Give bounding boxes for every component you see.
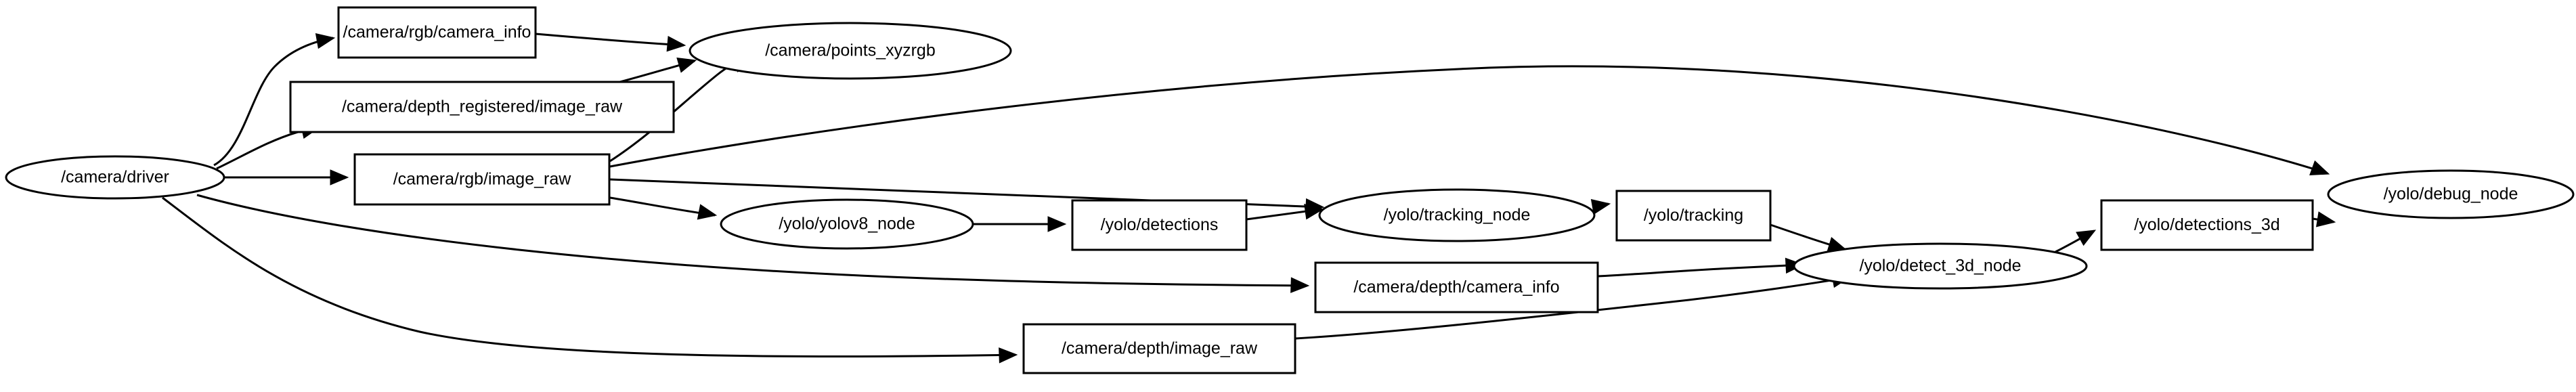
arrowhead-icon [1290, 277, 1310, 293]
node-label: /yolo/yolov8_node [779, 215, 915, 234]
graph-node-camera_driver[interactable]: /camera/driver [5, 155, 225, 200]
node-box-shape [1071, 199, 1248, 251]
graph-node-detect_3d_node[interactable]: /yolo/detect_3d_node [1793, 242, 2088, 290]
graph-edge-depth_camera_info-to-detect_3d_node [1597, 263, 1803, 278]
graph-edge-rgb_image_raw-to-debug_node [609, 65, 2328, 175]
node-label: /yolo/detections [1101, 215, 1219, 234]
graph-node-rgb_image_raw[interactable]: /camera/rgb/image_raw [353, 153, 611, 206]
graph-node-rgb_camera_info[interactable]: /camera/rgb/camera_info [337, 6, 537, 59]
node-layer: /camera/driver/camera/rgb/camera_info/ca… [5, 6, 2575, 374]
graph-node-detections_3d[interactable]: /yolo/detections_3d [2100, 199, 2314, 251]
node-ellipse-shape [689, 22, 1012, 80]
node-label: /yolo/detections_3d [2134, 215, 2279, 234]
arrowhead-icon [315, 33, 336, 49]
graph-node-yolo_detections[interactable]: /yolo/detections [1071, 199, 1248, 251]
graph-node-depth_camera_info[interactable]: /camera/depth/camera_info [1314, 261, 1599, 313]
graph-node-points_xyzrgb[interactable]: /camera/points_xyzrgb [689, 22, 1012, 80]
graph-edge-camera_driver-to-depth_image_raw [162, 196, 1016, 358]
arrowhead-icon [1047, 216, 1067, 232]
arrowhead-icon [330, 169, 349, 186]
node-ellipse-shape [720, 198, 974, 250]
graph-node-depth_registered_image[interactable]: /camera/depth_registered/image_raw [289, 81, 675, 133]
node-label: /camera/rgb/camera_info [343, 23, 531, 42]
graph-edge-rgb_camera_info-to-points_xyzrgb [535, 32, 684, 47]
node-label: /camera/depth/camera_info [1353, 278, 1559, 297]
arrowhead-icon [2076, 230, 2097, 246]
node-label: /camera/rgb/image_raw [393, 170, 572, 189]
node-label: /yolo/tracking_node [1384, 206, 1531, 225]
arrowhead-icon [2309, 160, 2330, 175]
arrowhead-icon [697, 204, 718, 220]
node-box-shape [1022, 323, 1296, 374]
edge-layer [162, 32, 2334, 358]
arrowhead-icon [666, 35, 686, 52]
node-label: /yolo/debug_node [2384, 185, 2518, 204]
node-label: /camera/points_xyzrgb [765, 41, 936, 60]
node-label: /camera/driver [61, 168, 169, 187]
arrowhead-icon [2315, 211, 2336, 227]
node-box-shape [1314, 261, 1599, 313]
node-ellipse-shape [2327, 169, 2575, 219]
arrowhead-icon [676, 58, 697, 73]
graph-node-yolov8_node[interactable]: /yolo/yolov8_node [720, 198, 974, 250]
node-box-shape [289, 81, 675, 133]
node-box-shape [1615, 190, 1772, 242]
graph-node-depth_image_raw[interactable]: /camera/depth/image_raw [1022, 323, 1296, 374]
graph-node-yolo_tracking[interactable]: /yolo/tracking [1615, 190, 1772, 242]
node-label: /yolo/tracking [1644, 206, 1743, 225]
graph-edge-rgb_image_raw-to-tracking_node [609, 178, 1323, 209]
node-box-shape [2100, 199, 2314, 251]
arrowhead-icon [1590, 199, 1611, 215]
node-label: /camera/depth/image_raw [1062, 339, 1258, 358]
node-box-shape [353, 153, 611, 206]
graph-node-debug_node[interactable]: /yolo/debug_node [2327, 169, 2575, 219]
node-ellipse-shape [5, 155, 225, 200]
arrowhead-icon [1304, 204, 1324, 220]
graph-edge-camera_driver-to-rgb_camera_info [213, 37, 334, 167]
graph-node-tracking_node[interactable]: /yolo/tracking_node [1318, 188, 1596, 242]
node-label: /camera/depth_registered/image_raw [342, 97, 623, 116]
node-box-shape [337, 6, 537, 59]
graph-edge-camera_driver-to-depth_camera_info [196, 194, 1308, 287]
node-label: /yolo/detect_3d_node [1859, 257, 2021, 276]
arrowhead-icon [999, 347, 1018, 364]
graph-edge-depth_image_raw-to-detect_3d_node [1294, 276, 1850, 340]
node-ellipse-shape [1318, 188, 1596, 242]
node-ellipse-shape [1793, 242, 2088, 290]
